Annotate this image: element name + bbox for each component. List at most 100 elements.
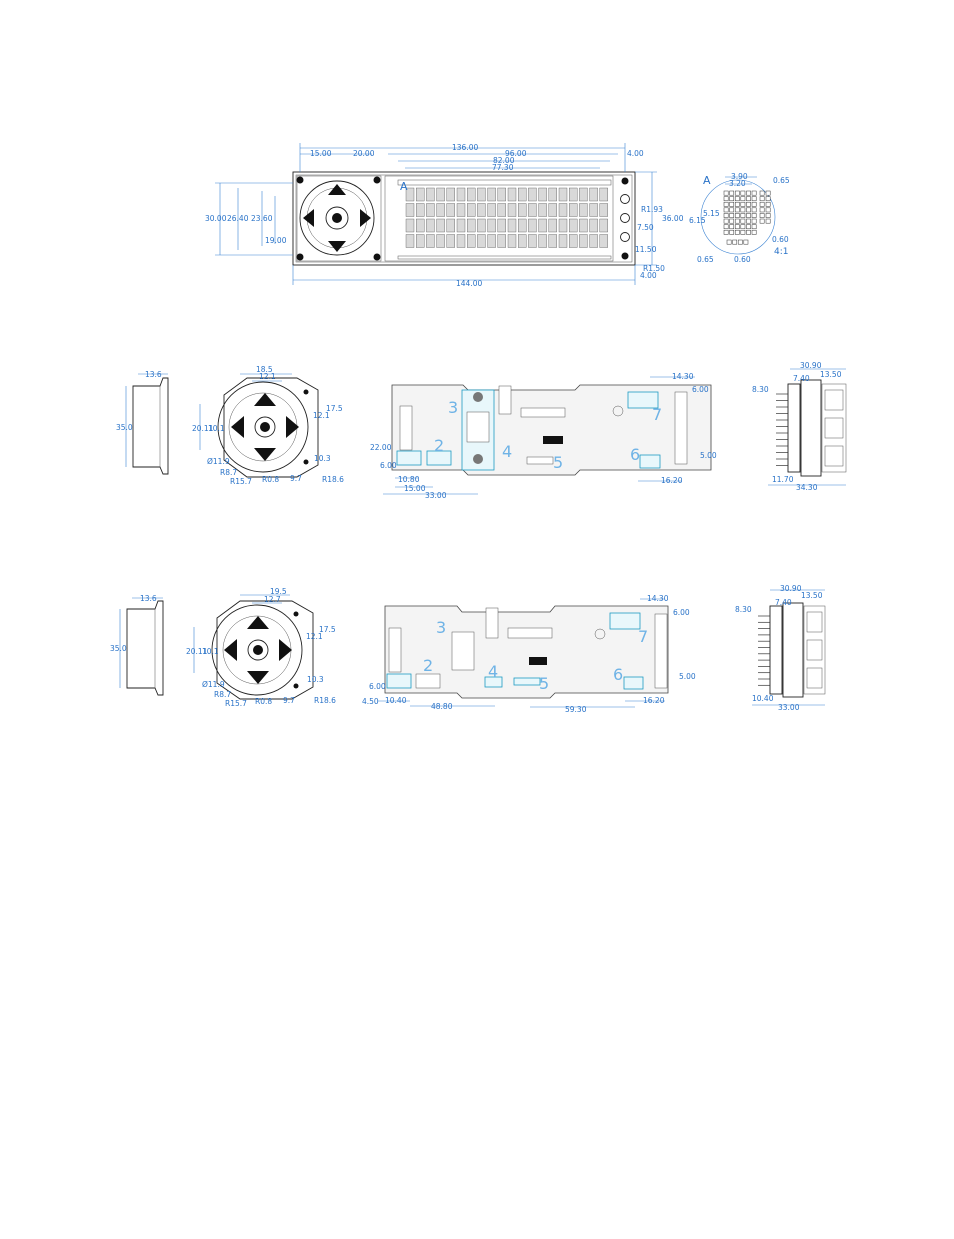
callout-2-b: 2 [423,656,433,675]
lcd-character-cell [416,187,425,202]
lcd-character-cell [426,218,435,233]
lcd-character-cell [599,218,608,233]
lcd-character-cell [426,187,435,202]
contrast-potentiometer-2 [594,628,606,640]
lcd-character-cell [487,203,496,217]
dim-r18-6-b: R18.6 [314,696,336,705]
lcd-character-cell [477,187,486,202]
pixel-dot-grid [723,190,771,245]
callout-2: 2 [434,436,444,455]
down-arrow-icon [247,671,269,684]
lcd-character-cell [538,234,547,248]
dim-0-65-bottom: 0.65 [697,255,714,264]
dim-7-4: 7.40 [793,374,810,383]
display-bezel [384,175,614,262]
dim-12-1-right: 12.1 [313,411,330,420]
down-arrow-icon [328,241,346,252]
lcd-character-cell [518,187,527,202]
dim-15-bottom: 15.00 [404,484,426,493]
up-arrow-icon [254,393,276,406]
lcd-character-cell [456,234,466,248]
lcd-character-cell [446,234,455,248]
dim-4-top: 4.00 [627,149,644,158]
dim-82: 82.00 [493,156,515,165]
lcd-character-cell [487,187,496,202]
dim-r15-7: R15.7 [230,477,252,486]
dim-136: 136.00 [452,143,478,152]
dim-0-65-top: 0.65 [773,176,790,185]
dim-26-4: 26.40 [227,214,249,223]
lcd-character-cell [548,218,557,233]
dim-11-7: 11.70 [772,475,794,484]
dim-r15-7-b: R15.7 [225,699,247,708]
dim-0-6-right: 0.60 [772,235,789,244]
lcd-character-cell [497,203,506,217]
lcd-character-cell [436,187,445,202]
dim-16-2: 16.20 [661,476,683,485]
keypad-ring [299,180,375,256]
lcd-character-cell [589,218,598,233]
lcd-character-cell [518,234,527,248]
usb-connector-4 [484,676,503,688]
dim-48-8: 48.80 [431,702,453,711]
connector-5-b [513,677,541,686]
connector-5 [526,456,554,465]
lcd-character-cell [558,234,568,248]
dim-14-3: 14.30 [672,372,694,381]
row3-views: 13.6 35.0 19.5 12.7 12.1 17.5 20.11 10.1… [110,584,826,714]
lcd-character-cell [507,218,517,233]
contrast-potentiometer [612,405,624,417]
dim-side-height: 35.0 [116,423,133,432]
dim-6-right: 6.00 [692,385,709,394]
dim-diam-11-9-b: Ø11.9 [202,680,225,689]
row2-views: 13.6 35.0 18.5 12.1 12.1 17.5 20.11 10.1… [116,361,847,500]
dim-6-left-b: 6.00 [369,682,386,691]
lcd-character-cell [477,203,486,217]
dim-17-5-b: 17.5 [319,625,336,634]
dim-10-3-b: 10.3 [307,675,324,684]
dim-17-5: 17.5 [326,404,343,413]
lcd-character-cell [436,218,445,233]
connector-2a [396,450,422,466]
dim-13-5-b: 13.50 [801,591,823,600]
callout-4-b: 4 [488,662,498,681]
dim-19-5: 19.5 [270,587,287,596]
lcd-character-cell [497,187,506,202]
pin-header-right-2 [654,613,668,689]
side-assembly-1 [776,379,847,477]
lcd-character-cell [507,187,517,202]
lcd-character-cell [569,218,578,233]
lcd-character-cell [558,203,568,217]
dim-20: 20.00 [353,149,375,158]
lcd-character-cell [579,203,588,217]
dim-19: 19.00 [265,236,287,245]
lcd-character-cell [599,234,608,248]
detail-a-circle [700,179,776,255]
dim-15: 15.00 [310,149,332,158]
dim-144: 144.00 [456,279,482,288]
lcd-character-cell [538,203,547,217]
lcd-character-cell [456,187,466,202]
lcd-character-grid [405,187,608,248]
lcd-character-cell [528,203,537,217]
dim-6-right-b: 6.00 [673,608,690,617]
callout-7: 7 [652,405,662,424]
callout-3-b: 3 [436,618,446,637]
lcd-character-cell [446,187,455,202]
dim-6-15: 6.15 [689,216,706,225]
dim-0-6-bottom: 0.60 [734,255,751,264]
callout-6-b: 6 [613,665,623,684]
down-arrow-icon [254,448,276,461]
lcd-character-cell [528,234,537,248]
dim-23-6: 23.60 [251,214,273,223]
lcd-character-cell [589,234,598,248]
lcd-character-cell [467,234,476,248]
connector-2a-b [386,673,412,689]
dim-r1-93: R1.93 [641,205,663,214]
dim-3-9: 3.90 [731,172,748,181]
dim-36: 36.00 [662,214,684,223]
dim-7-4-b: 7.40 [775,598,792,607]
dim-34-3: 34.30 [796,483,818,492]
pin-header-left [399,405,413,451]
